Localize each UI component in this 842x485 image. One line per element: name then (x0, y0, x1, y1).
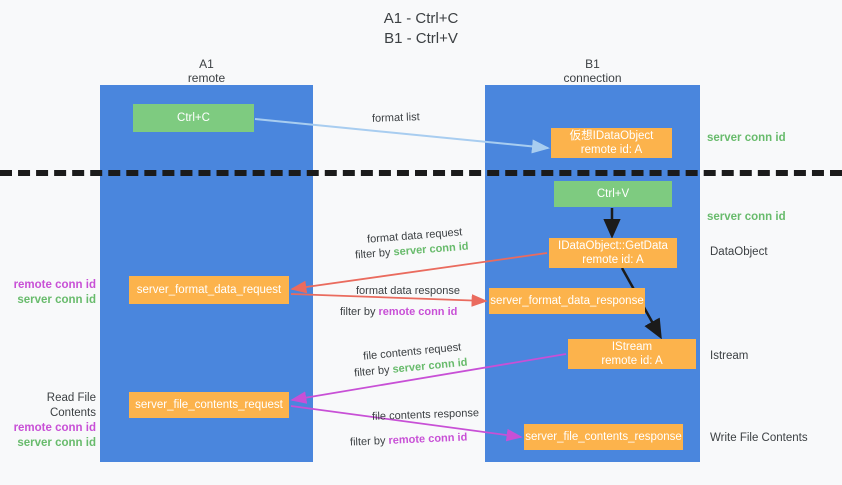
edge-format-data-response (290, 293, 488, 307)
page-title: A1 - Ctrl+C B1 - Ctrl+V (383, 10, 459, 47)
filter-prefix: filter by (340, 306, 379, 318)
label-istream: Istream (710, 349, 748, 364)
label-read-file-contents-text: Read File Contents (46, 392, 96, 419)
node-server-format-data-response[interactable]: server_format_data_response (489, 288, 645, 314)
edge-file-contents-response (290, 405, 523, 442)
label-read-file-contents: Read File Contents remote conn id server… (8, 391, 96, 451)
label-text: Write File Contents (710, 432, 808, 444)
label-server-conn-id: server conn id (17, 294, 96, 306)
filter-prefix: filter by (353, 363, 394, 380)
label-server-conn-id-mid: server conn id (707, 210, 786, 225)
label-format-data-conn-ids: remote conn id server conn id (11, 278, 96, 308)
edge-label-format-data-response-filter: filter by remote conn id (340, 305, 457, 320)
column-header-b1: B1 connection (563, 57, 622, 85)
node-ctrl-v[interactable]: Ctrl+V (554, 181, 672, 207)
edge-file-contents-request (290, 353, 567, 404)
filter-value: remote conn id (388, 431, 468, 447)
label-server-conn-id-top: server conn id (707, 131, 786, 146)
column-header-a1: A1 remote (187, 57, 226, 85)
boundary-divider (0, 170, 842, 176)
node-server-file-contents-response[interactable]: server_file_contents_response (524, 424, 683, 450)
label-remote-conn-id: remote conn id (13, 422, 96, 434)
node-idataobject-getdata[interactable]: IDataObject::GetData remote id: A (549, 238, 677, 268)
label-remote-conn-id: remote conn id (13, 279, 96, 291)
edge-label-format-data-response: format data response (356, 285, 460, 297)
label-server-conn-id: server conn id (17, 437, 96, 449)
node-virtual-idataobject[interactable]: 仮想IDataObject remote id: A (551, 128, 672, 158)
node-istream[interactable]: IStream remote id: A (568, 339, 696, 369)
node-server-format-data-request[interactable]: server_format_data_request (129, 276, 289, 304)
label-text: server conn id (707, 211, 786, 223)
edge-label-format-list: format list (371, 111, 420, 125)
edge-format-data-request (290, 252, 548, 294)
label-text: Istream (710, 350, 749, 362)
node-server-file-contents-request[interactable]: server_file_contents_request (129, 392, 289, 418)
label-text: DataObject (710, 246, 768, 258)
filter-prefix: filter by (349, 434, 389, 449)
edge-format-list (254, 118, 550, 154)
label-text: server conn id (707, 132, 786, 144)
label-write-file-contents: Write File Contents (710, 431, 808, 446)
node-ctrl-c[interactable]: Ctrl+C (133, 104, 254, 132)
label-dataobject: DataObject (710, 245, 768, 260)
filter-prefix: filter by (354, 246, 395, 262)
filter-value: remote conn id (378, 306, 458, 318)
